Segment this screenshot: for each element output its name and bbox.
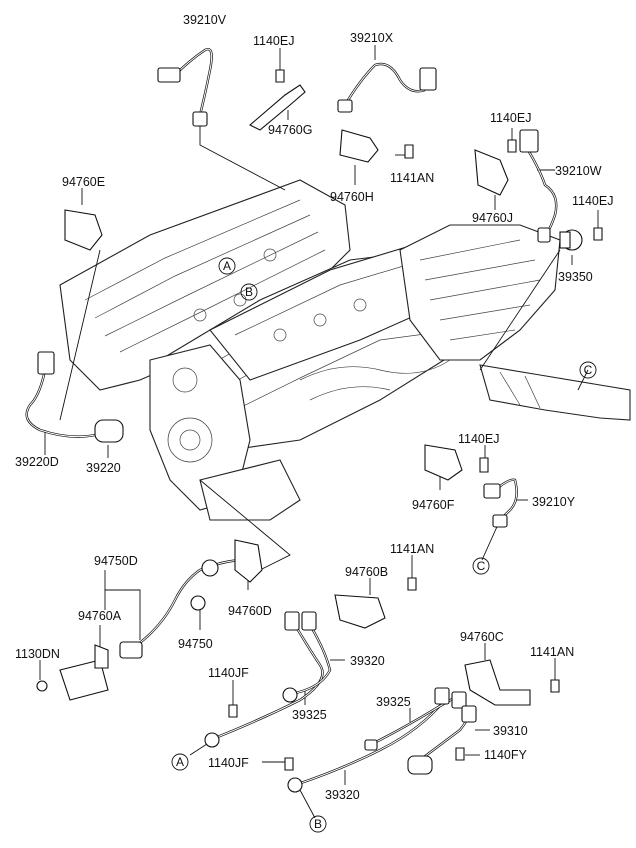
svg-text:C: C <box>584 363 593 377</box>
label-94750D: 94750D <box>94 554 138 568</box>
label-1140EJ-d: 1140EJ <box>458 432 499 446</box>
label-94760C: 94760C <box>460 630 504 644</box>
svg-text:B: B <box>314 817 322 831</box>
part-labels: 39210V 1140EJ 94760G 39210X 1140EJ 39210… <box>15 13 613 802</box>
leader-lines <box>39 45 599 819</box>
label-94760D: 94760D <box>228 604 272 618</box>
label-39210V: 39210V <box>183 13 227 27</box>
label-39220D: 39220D <box>15 455 59 469</box>
label-39320-a: 39320 <box>350 654 385 668</box>
svg-text:A: A <box>223 259 231 273</box>
label-94760E: 94760E <box>62 175 105 189</box>
label-1140EJ-a: 1140EJ <box>253 34 294 48</box>
label-94760A: 94760A <box>78 609 122 623</box>
svg-text:B: B <box>245 285 253 299</box>
label-1141AN-a: 1141AN <box>390 171 434 185</box>
label-94760F: 94760F <box>412 498 455 512</box>
label-39350: 39350 <box>558 270 593 284</box>
engine-assembly-drawing <box>59 179 631 521</box>
svg-text:C: C <box>477 559 486 573</box>
label-39320-b: 39320 <box>325 788 360 802</box>
marker-C-sensor: C <box>472 557 490 575</box>
label-39325-a: 39325 <box>292 708 327 722</box>
label-39210W: 39210W <box>555 164 602 178</box>
label-1140JF-a: 1140JF <box>208 666 249 680</box>
label-1130DN: 1130DN <box>15 647 60 661</box>
label-94760B: 94760B <box>345 565 388 579</box>
marker-B-harness: B <box>309 815 327 833</box>
label-39220: 39220 <box>86 461 121 475</box>
label-39210X: 39210X <box>350 31 394 45</box>
label-94760H: 94760H <box>330 190 374 204</box>
marker-C-exhaust: C <box>579 361 597 379</box>
label-39210Y: 39210Y <box>532 495 576 509</box>
marker-A-harness: A <box>171 753 189 771</box>
label-1141AN-b: 1141AN <box>390 542 434 556</box>
svg-text:A: A <box>176 755 184 769</box>
label-1140JF-b: 1140JF <box>208 756 249 770</box>
label-94750: 94750 <box>178 637 213 651</box>
marker-A-engine: A <box>218 257 236 275</box>
label-94760G: 94760G <box>268 123 312 137</box>
label-94760J: 94760J <box>472 211 513 225</box>
label-39325-b: 39325 <box>376 695 411 709</box>
label-1141AN-c: 1141AN <box>530 645 574 659</box>
part-drawings <box>25 48 603 793</box>
label-39310: 39310 <box>493 724 528 738</box>
label-1140FY: 1140FY <box>484 748 528 762</box>
marker-B-engine: B <box>240 283 258 301</box>
label-1140EJ-c: 1140EJ <box>572 194 613 208</box>
reference-markers: A B C C A B <box>171 257 597 833</box>
label-1140EJ-b: 1140EJ <box>490 111 531 125</box>
